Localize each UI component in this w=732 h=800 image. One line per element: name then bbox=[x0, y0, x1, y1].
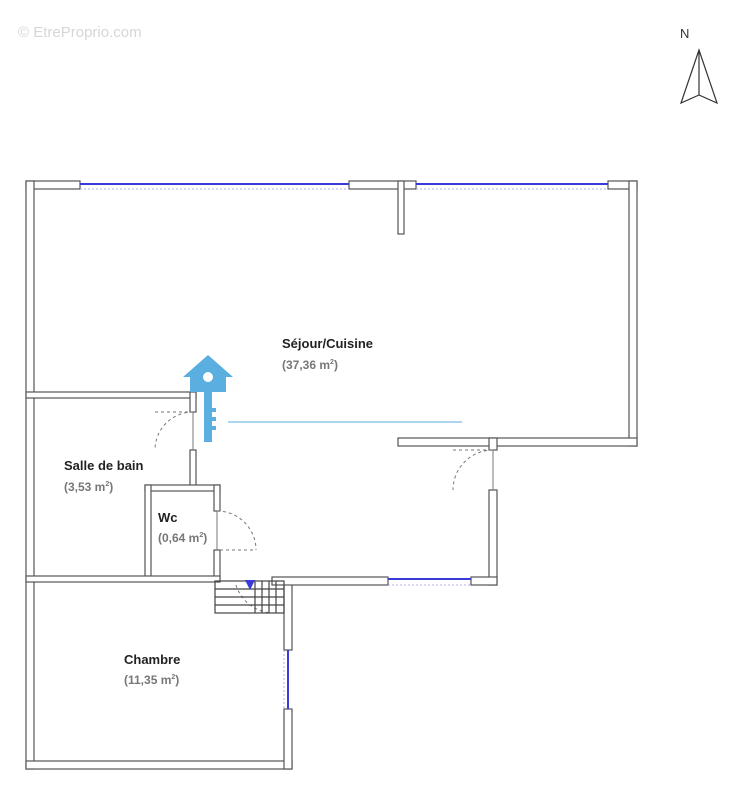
windows bbox=[80, 183, 608, 709]
room-name-chambre: Chambre bbox=[124, 652, 181, 667]
room-name-sejour: Séjour/Cuisine bbox=[282, 336, 374, 351]
room-name-wc: Wc bbox=[158, 510, 178, 525]
north-arrow-icon bbox=[679, 48, 719, 105]
compass-north-label: N bbox=[680, 26, 690, 41]
room-area-wc: (0,64 m2) bbox=[158, 531, 208, 545]
entrance-arrow-icon bbox=[245, 580, 255, 590]
house-key-icon bbox=[183, 355, 233, 442]
room-area-salle-de-bain: (3,53 m2) bbox=[64, 480, 114, 494]
watermark: © EtreProprio.com bbox=[18, 24, 142, 41]
room-name-salle-de-bain: Salle de bain bbox=[64, 458, 144, 473]
room-area-sejour: (37,36 m2) bbox=[282, 358, 338, 372]
door-swings bbox=[154, 411, 494, 614]
room-area-chambre: (11,35 m2) bbox=[124, 673, 180, 687]
walls bbox=[25, 180, 638, 770]
